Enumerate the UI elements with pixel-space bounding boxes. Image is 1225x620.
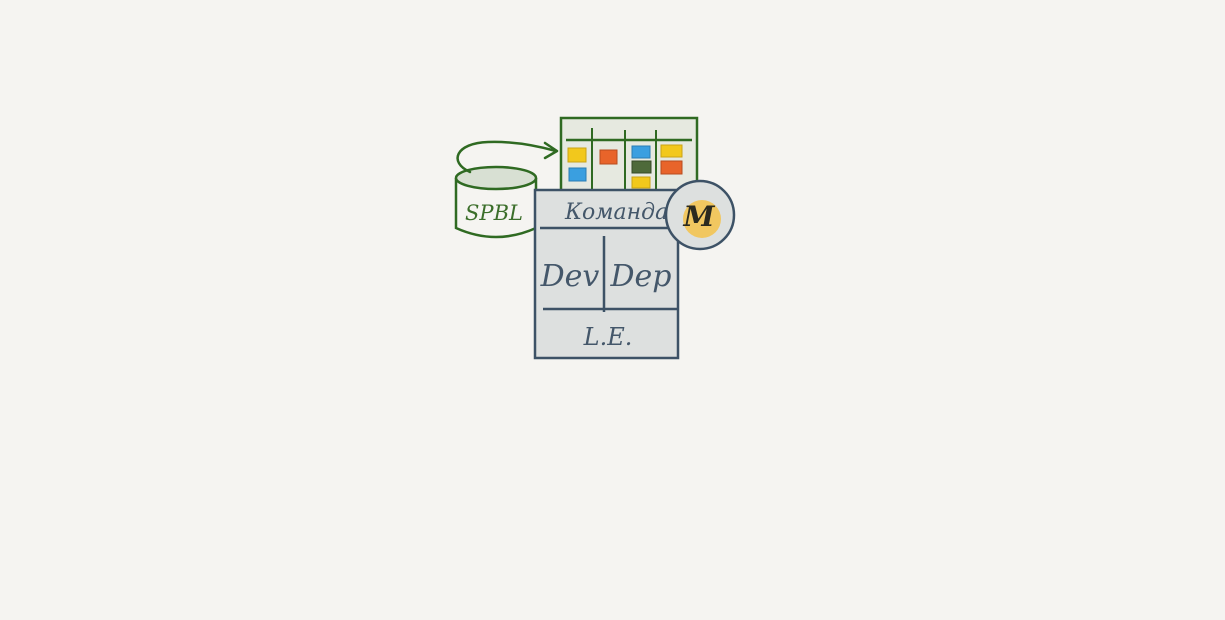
sticky-note xyxy=(631,176,651,189)
role-le: L.E. xyxy=(583,323,633,351)
sticky-note xyxy=(631,145,651,159)
team-title: Команда xyxy=(564,200,668,225)
arrow-head-icon xyxy=(543,141,559,160)
cylinder-top xyxy=(454,165,538,191)
sticky-note xyxy=(660,144,683,158)
sticky-note xyxy=(631,160,652,174)
team-panel: Команда Dev Dep L.E. xyxy=(533,188,680,360)
cylinder-body xyxy=(454,178,538,239)
sticky-note xyxy=(660,160,683,175)
badge-highlight xyxy=(683,200,721,238)
role-dep: Dep xyxy=(609,259,671,294)
sticky-note xyxy=(567,147,587,163)
manager-badge: M xyxy=(664,179,736,251)
sticky-note xyxy=(599,149,618,165)
arrow-path xyxy=(456,140,558,174)
role-dev: Dev xyxy=(540,259,600,294)
sticky-note xyxy=(568,167,587,182)
manager-letter: M xyxy=(683,200,716,233)
team-panel-frame xyxy=(533,188,680,360)
kanban-board xyxy=(559,116,699,202)
backlog-label: SPBL xyxy=(465,201,523,225)
flow-arrow xyxy=(456,140,559,174)
backlog-database: SPBL xyxy=(454,165,538,239)
